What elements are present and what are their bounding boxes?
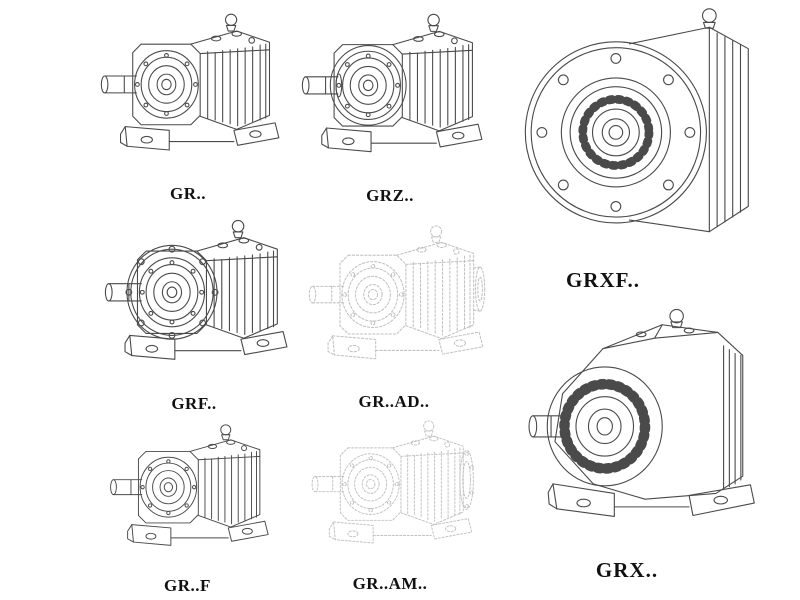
figure-grz: GRZ..	[288, 2, 492, 206]
gearbox-drawing-grz	[288, 2, 492, 182]
figure-gr: GR..	[86, 2, 290, 204]
gearbox-drawing-gr-am	[288, 410, 492, 570]
model-label-gr: GR..	[170, 184, 206, 203]
gearbox-drawing-gr	[86, 2, 290, 180]
gearbox-drawing-gr-f	[90, 414, 285, 572]
model-label-grf: GRF..	[171, 394, 217, 413]
figure-gr-f: GR..F	[90, 414, 285, 596]
model-label-gr-f: GR..F	[164, 576, 211, 595]
gearbox-drawing-grf	[92, 208, 296, 390]
figure-grxf: GRXF..	[498, 0, 798, 293]
figure-grf: GRF..	[92, 208, 296, 414]
figure-gr-am: GR..AM..	[288, 410, 492, 594]
model-label-grz: GRZ..	[366, 186, 414, 205]
gearbox-drawing-gr-ad	[288, 214, 500, 388]
model-label-grxf: GRXF..	[565, 268, 641, 292]
gearbox-drawing-grx	[495, 296, 795, 550]
figure-grx: GRX..	[495, 296, 795, 583]
model-label-grx: GRX..	[595, 558, 659, 582]
gearbox-drawing-grxf	[498, 0, 798, 258]
model-label-gr-ad: GR..AD..	[358, 392, 430, 411]
model-label-gr-am: GR..AM..	[352, 574, 428, 593]
figure-gr-ad: GR..AD..	[288, 214, 500, 412]
